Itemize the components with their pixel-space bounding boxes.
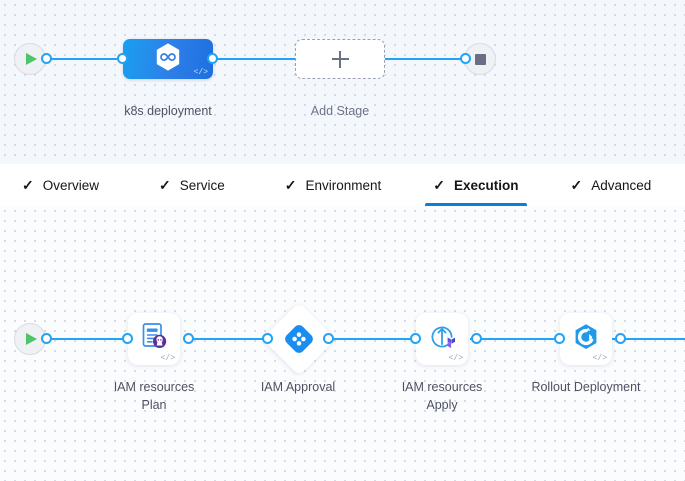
- port-approval-out[interactable]: [323, 333, 334, 344]
- terraform-plan-icon: [137, 320, 171, 359]
- play-icon: [26, 53, 37, 65]
- execution-canvas[interactable]: </> IAM resources Plan IAM Approval: [0, 206, 685, 481]
- port-exec-start-out[interactable]: [41, 333, 52, 344]
- port-end-in[interactable]: [460, 53, 471, 64]
- argo-rollout-icon: [569, 320, 603, 359]
- execution-start-node[interactable]: [14, 323, 46, 355]
- stop-square-icon: [474, 53, 486, 65]
- step-node-iam-resources-apply[interactable]: </>: [416, 313, 468, 365]
- port-stage-in[interactable]: [117, 53, 128, 64]
- step-node-iam-resources-plan[interactable]: </>: [128, 313, 180, 365]
- tab-environment-label: Environment: [305, 177, 382, 193]
- tab-execution[interactable]: ✓ Execution: [425, 164, 527, 206]
- plus-icon: [331, 50, 349, 68]
- step-node-rollout-deployment[interactable]: </>: [560, 313, 612, 365]
- edge-stage-to-addstage: [212, 58, 302, 60]
- add-stage-button[interactable]: [295, 39, 385, 79]
- play-icon: [26, 333, 37, 345]
- tab-service[interactable]: ✓ Service: [151, 164, 233, 206]
- port-rollout-out[interactable]: [615, 333, 626, 344]
- port-apply-out[interactable]: [471, 333, 482, 344]
- check-icon: ✓: [433, 177, 446, 193]
- step-label-iam-resources-plan: IAM resources Plan: [113, 380, 195, 412]
- step-code-tag: </>: [592, 354, 607, 363]
- check-icon: ✓: [159, 177, 171, 193]
- terraform-apply-icon: [425, 320, 459, 359]
- check-icon: ✓: [22, 177, 34, 193]
- port-plan-out[interactable]: [183, 333, 194, 344]
- step-code-tag: </>: [448, 354, 463, 363]
- tab-execution-label: Execution: [454, 177, 519, 193]
- tab-advanced[interactable]: ✓ Advanced: [563, 164, 660, 206]
- tab-advanced-label: Advanced: [591, 177, 652, 193]
- check-icon: ✓: [284, 177, 297, 193]
- port-plan-in[interactable]: [122, 333, 133, 344]
- add-stage-label: Add Stage: [310, 104, 370, 118]
- port-stage-out[interactable]: [207, 53, 218, 64]
- step-label-iam-approval: IAM Approval: [260, 380, 336, 394]
- pipeline-start-node[interactable]: [14, 43, 46, 75]
- port-apply-in[interactable]: [410, 333, 421, 344]
- helm-infinity-icon: [151, 40, 185, 79]
- tab-overview-label: Overview: [42, 177, 99, 193]
- stage-config-tabs[interactable]: ✓ Overview ✓ Service ✓ Environment ✓ Exe…: [0, 164, 685, 206]
- tab-environment[interactable]: ✓ Environment: [277, 164, 390, 206]
- stage-node-k8s-deployment[interactable]: </>: [123, 39, 213, 79]
- edge-start-to-plan: [46, 338, 131, 340]
- tab-overview[interactable]: ✓ Overview: [14, 164, 107, 206]
- stage-label-k8s-deployment: k8s deployment: [124, 104, 212, 118]
- check-icon: ✓: [570, 177, 583, 193]
- tab-service-label: Service: [179, 177, 225, 193]
- stage-canvas[interactable]: </> k8s deployment Add Stage: [0, 0, 685, 164]
- harness-approval-icon: [273, 313, 325, 365]
- edge-plan-to-approval: [188, 338, 273, 340]
- edge-apply-to-rollout: [470, 338, 555, 340]
- edge-rollout-to-next: [612, 338, 685, 340]
- edge-approval-to-apply: [328, 338, 413, 340]
- step-label-rollout-deployment: Rollout Deployment: [531, 380, 641, 394]
- step-code-tag: </>: [160, 354, 175, 363]
- edge-start-to-stage: [46, 58, 126, 60]
- port-start-out[interactable]: [41, 53, 52, 64]
- port-approval-in[interactable]: [262, 333, 273, 344]
- edge-addstage-to-end: [378, 58, 470, 60]
- stage-code-tag: </>: [193, 68, 208, 77]
- port-rollout-in[interactable]: [554, 333, 565, 344]
- step-label-iam-resources-apply: IAM resources Apply: [401, 380, 483, 412]
